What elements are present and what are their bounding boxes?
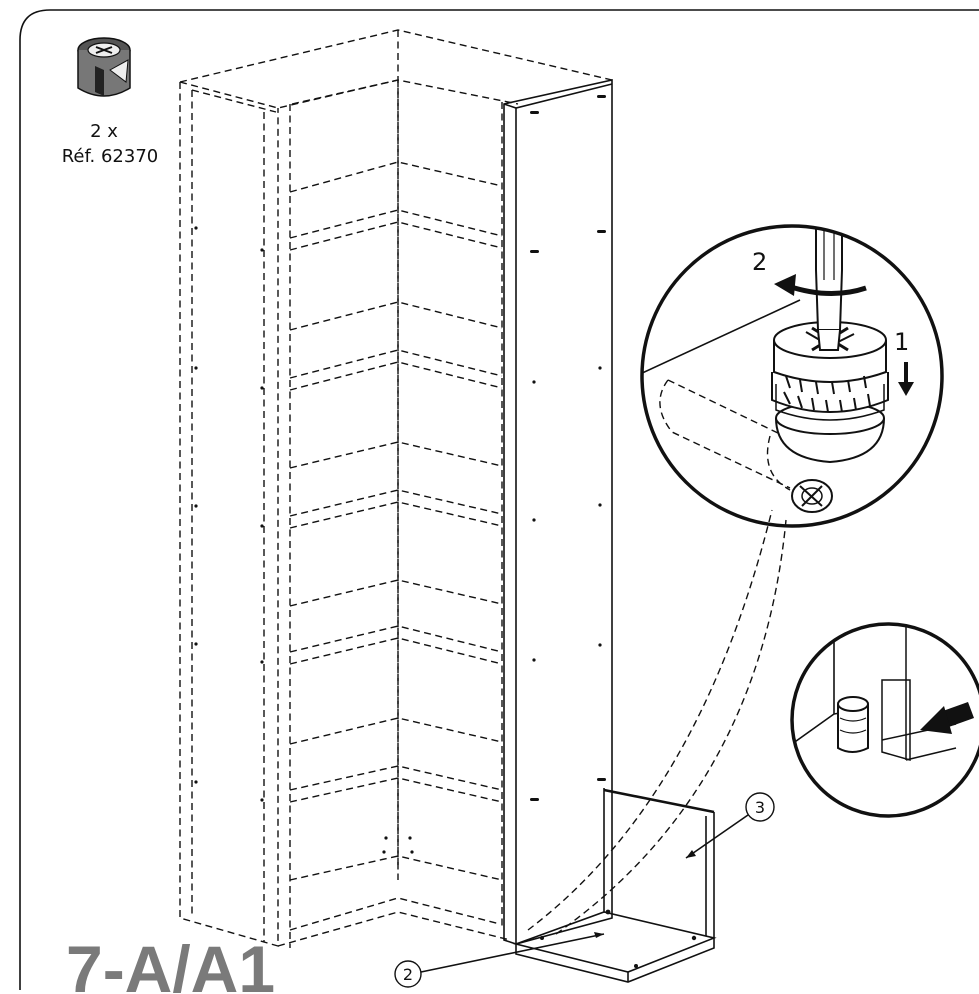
detail-step-turn: 2 xyxy=(752,248,767,276)
screwdriver-icon xyxy=(815,226,843,351)
plinth-fitting-detail-frame xyxy=(790,622,979,818)
cam-lock-detail-frame xyxy=(640,224,944,528)
callout-2: 2 xyxy=(394,932,605,988)
fitting-cylinder-icon xyxy=(837,696,869,753)
rotate-arrow-icon xyxy=(774,274,867,297)
cam-bolt-icon xyxy=(791,479,833,513)
cabinet-carcass-dashed xyxy=(179,29,613,948)
callout-3: 3 xyxy=(685,792,775,859)
part-box: 2 x Réf. 62370 xyxy=(62,37,159,167)
step-label: 7-A/A1 xyxy=(66,932,275,994)
part-quantity: 2 x xyxy=(90,121,118,142)
callout-3-label: 3 xyxy=(755,798,765,817)
cam-lock-fitting-icon xyxy=(77,37,131,97)
plinth-assembly xyxy=(513,788,717,983)
plinth-fitting-detail xyxy=(790,622,979,818)
cam-lock-body xyxy=(771,321,889,464)
push-left-arrow-icon xyxy=(920,702,974,734)
press-down-arrow-icon xyxy=(898,362,914,396)
detail-leader-lines xyxy=(527,509,787,935)
detail-step-press: 1 xyxy=(894,328,909,356)
callout-2-label: 2 xyxy=(403,965,413,984)
part-reference: Réf. 62370 xyxy=(62,146,159,167)
right-side-panel xyxy=(503,79,613,945)
page-frame xyxy=(19,9,979,990)
cam-lock-detail: 2 1 xyxy=(640,224,944,528)
